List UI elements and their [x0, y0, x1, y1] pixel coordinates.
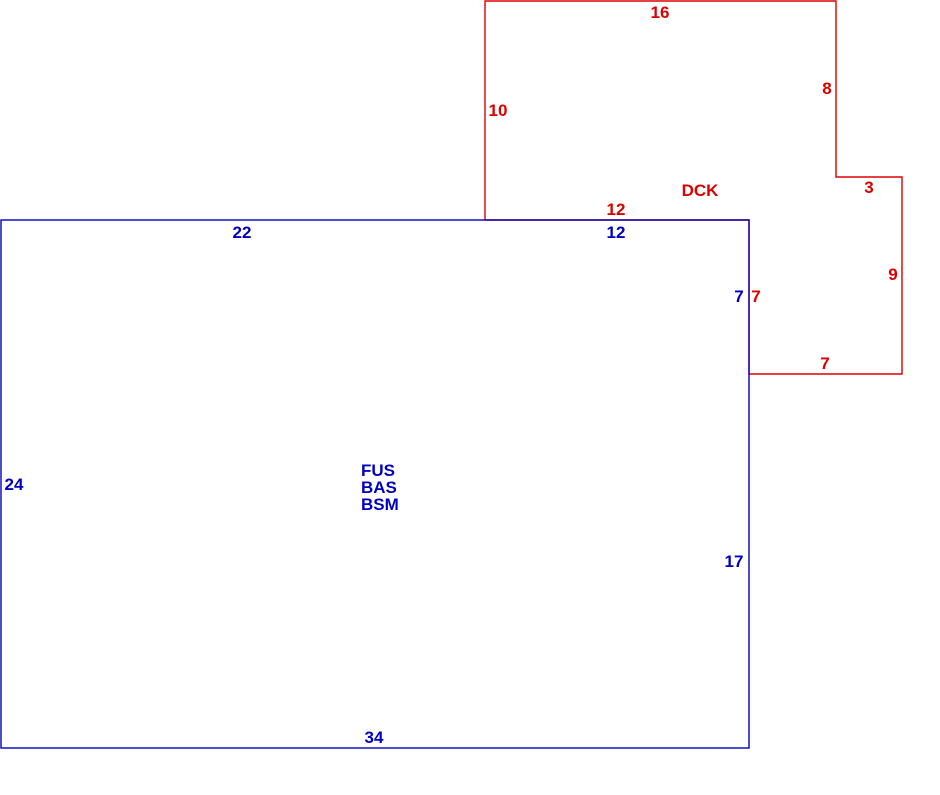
main-dimension-top-left: 22: [233, 223, 252, 242]
main-dimension-bottom: 34: [365, 728, 384, 747]
deck-dimension-shared-left: 7: [751, 287, 760, 306]
deck-dimension-shared-top: 12: [607, 200, 626, 219]
main-dimension-left: 24: [5, 475, 24, 494]
main-dimension-right-lower: 17: [725, 552, 744, 571]
deck-dimension-right-upper: 8: [822, 79, 831, 98]
deck-dimension-top: 16: [651, 3, 670, 22]
area-code-fus: FUS: [361, 461, 395, 480]
deck-dimension-step: 3: [864, 178, 873, 197]
deck-dimension-right-lower: 9: [888, 265, 897, 284]
main-dimension-right-upper: 7: [734, 287, 743, 306]
deck-dimension-bottom: 7: [820, 354, 829, 373]
area-code-bsm: BSM: [361, 495, 399, 514]
main-structure-outline: [0, 219, 750, 749]
main-dimension-top-right: 12: [607, 223, 626, 242]
area-code-bas: BAS: [361, 478, 397, 497]
deck-dimension-left: 10: [489, 101, 508, 120]
deck-label: DCK: [682, 181, 720, 200]
